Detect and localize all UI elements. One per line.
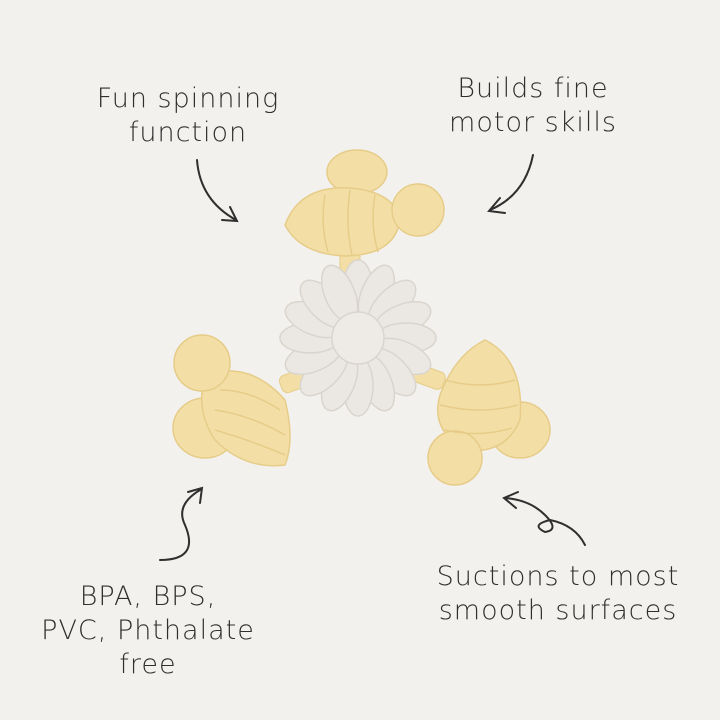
bee-top xyxy=(284,149,445,257)
callout-line: motor skills xyxy=(449,107,617,138)
arrow-top-right xyxy=(487,154,534,214)
flower-spinner xyxy=(279,259,437,417)
callout-line: Fun spinning xyxy=(96,83,280,114)
arrow-top-left xyxy=(196,159,239,223)
callout-line: Builds fine xyxy=(457,73,609,104)
bee-right xyxy=(427,339,551,486)
arrow-bottom-left xyxy=(159,486,204,561)
callout-line: function xyxy=(128,117,248,148)
callout-motor-skills: Builds fine motor skills xyxy=(423,72,643,140)
callout-line: Suctions to most xyxy=(436,561,680,592)
callout-line: smooth surfaces xyxy=(438,595,678,626)
flower-center xyxy=(331,311,385,365)
callout-spinning: Fun spinning function xyxy=(78,82,298,150)
callout-line: BPA, BPS, xyxy=(79,581,217,612)
callout-suction: Suctions to most smooth surfaces xyxy=(408,560,708,628)
callout-line: PVC, Phthalate xyxy=(41,615,255,646)
callout-bpa-free: BPA, BPS, PVC, Phthalate free xyxy=(18,580,278,682)
arrow-bottom-right xyxy=(502,491,586,546)
bee-left xyxy=(172,334,291,467)
callout-line: free xyxy=(119,649,177,680)
